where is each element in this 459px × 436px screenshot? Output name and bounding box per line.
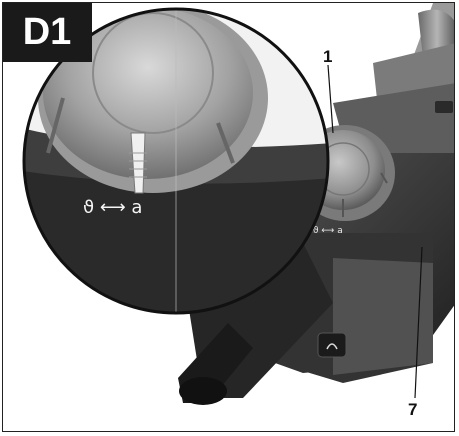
magnifier-inset: ϑ ⟷ a [22, 7, 330, 315]
step-label: D1 [3, 3, 92, 62]
vacuum-illustration: ϑ ⟷ a ϑ ⟷ a [22, 3, 454, 405]
lock-symbol-small: ϑ ⟷ a [313, 226, 343, 236]
callout-label-7: 7 [408, 400, 418, 419]
figure-panel: ϑ ⟷ a ϑ ⟷ a D1 1 [2, 2, 455, 432]
callout-label-1: 1 [323, 47, 333, 66]
lock-symbol-large: ϑ ⟷ a [83, 197, 142, 218]
leader-line-7 [414, 246, 423, 399]
leader-line-1 [327, 64, 334, 134]
release-button [317, 332, 347, 358]
